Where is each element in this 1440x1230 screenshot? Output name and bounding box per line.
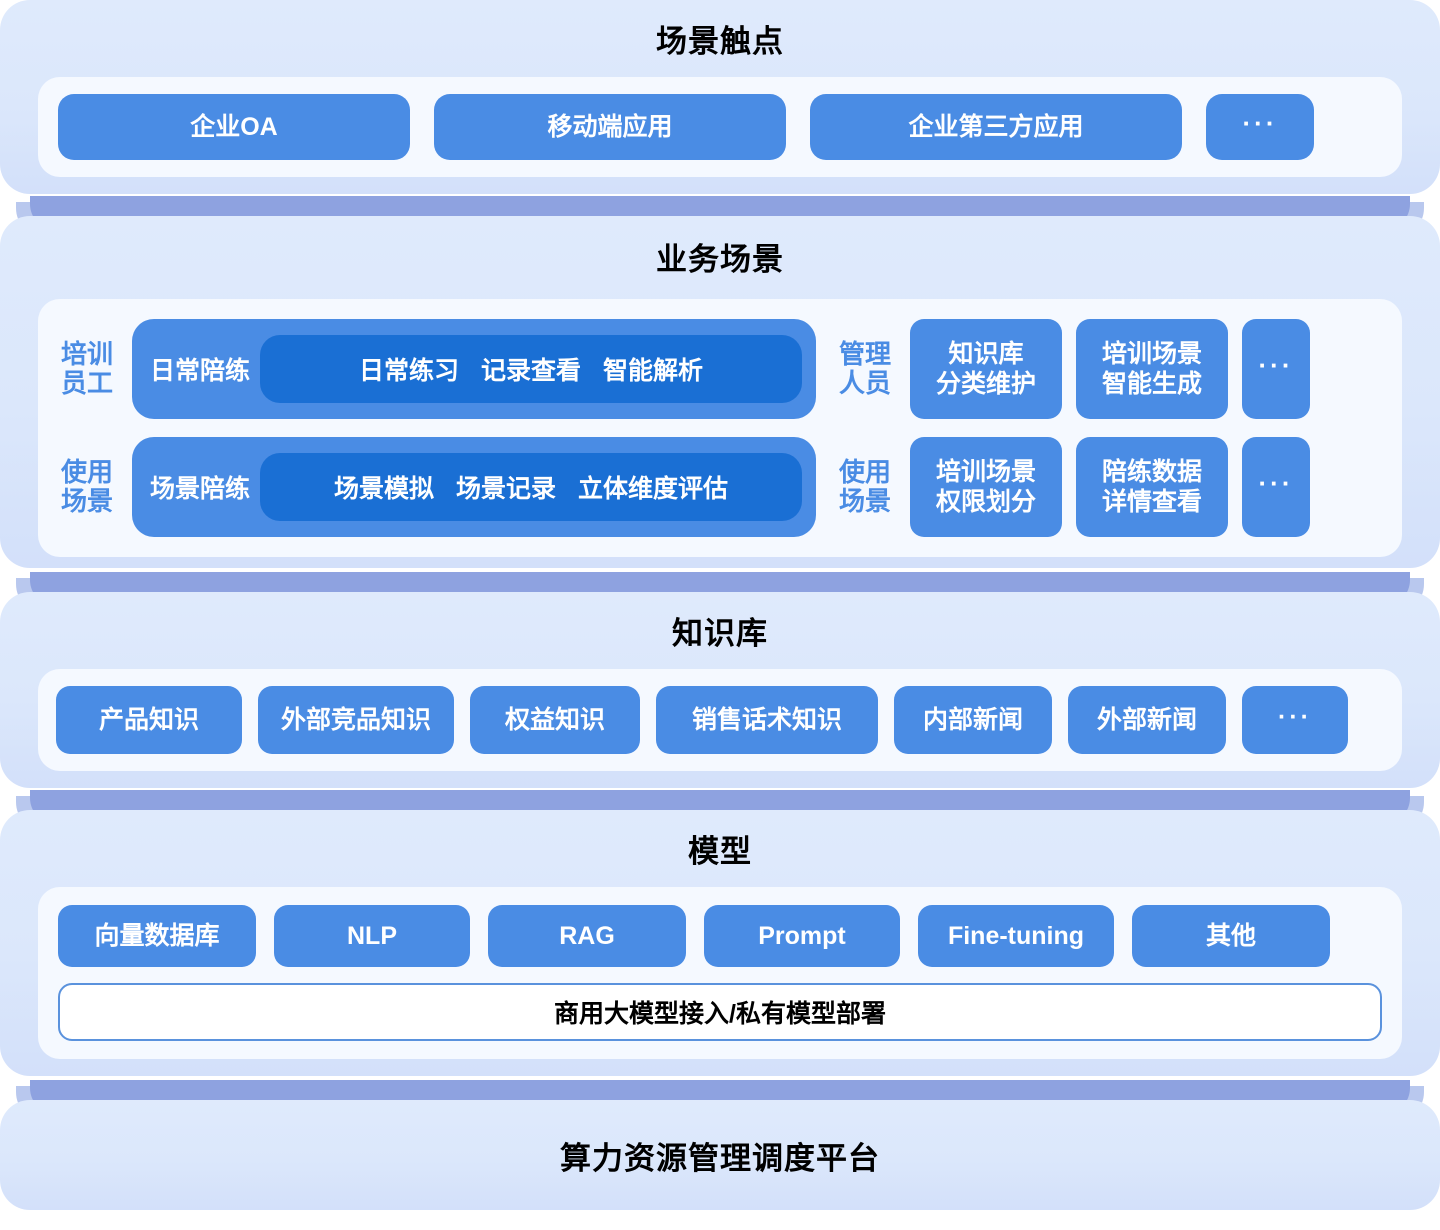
business-row-usecase-left: 使用 场景 场景陪练 场景模拟 场景记录 立体维度评估 [56, 437, 816, 537]
tag-record-view[interactable]: 记录查看 [481, 357, 582, 385]
layer-touchpoint-title: 场景触点 [656, 24, 784, 59]
layer-compute: 算力资源管理调度平台 [0, 1100, 1440, 1210]
model-item-vector-db[interactable]: 向量数据库 [58, 905, 256, 967]
role-label-admin: 管理 人员 [838, 338, 891, 398]
layer-knowledge-title: 知识库 [672, 616, 768, 651]
touchpoint-card: 企业OA 移动端应用 企业第三方应用 ··· [38, 77, 1402, 177]
layer-knowledge-slab: 知识库 产品知识 外部竞品知识 权益知识 销售话术知识 内部新闻 外部新闻 ··… [0, 592, 1440, 788]
model-deploy-bar[interactable]: 商用大模型接入/私有模型部署 [58, 983, 1382, 1041]
knowledge-item-more[interactable]: ··· [1242, 686, 1348, 754]
layer-knowledge: 知识库 产品知识 外部竞品知识 权益知识 销售话术知识 内部新闻 外部新闻 ··… [0, 592, 1440, 832]
business-card: 培训 员工 日常陪练 日常练习 记录查看 智能解析 使用 场景 [38, 299, 1402, 557]
touchpoint-item-thirdparty[interactable]: 企业第三方应用 [810, 94, 1182, 160]
tag-scenario-record[interactable]: 场景记录 [456, 475, 557, 503]
tag-multidim-evaluation[interactable]: 立体维度评估 [578, 475, 729, 503]
knowledge-card: 产品知识 外部竞品知识 权益知识 销售话术知识 内部新闻 外部新闻 ··· [38, 669, 1402, 771]
layer-business-slab: 业务场景 培训 员工 日常陪练 日常练习 记录查看 智能解析 [0, 216, 1440, 568]
touchpoint-item-more[interactable]: ··· [1206, 94, 1314, 160]
role-label-usecase-right: 使用 场景 [838, 456, 891, 516]
business-row-admin: 管理 人员 知识库 分类维护 培训场景 智能生成 ··· [834, 319, 1384, 419]
usecase-chip-data-detail[interactable]: 陪练数据 详情查看 [1076, 437, 1228, 537]
model-item-fine-tuning[interactable]: Fine-tuning [918, 905, 1114, 967]
touchpoint-item-oa[interactable]: 企业OA [58, 94, 410, 160]
knowledge-item-product[interactable]: 产品知识 [56, 686, 242, 754]
usecase-chip-permission[interactable]: 培训场景 权限划分 [910, 437, 1062, 537]
layer-compute-title: 算力资源管理调度平台 [560, 1140, 880, 1176]
layer-model: 模型 向量数据库 NLP RAG Prompt Fine-tuning 其他 商… [0, 810, 1440, 1122]
business-left-group: 培训 员工 日常陪练 日常练习 记录查看 智能解析 使用 场景 [56, 319, 816, 537]
knowledge-item-competitor[interactable]: 外部竞品知识 [258, 686, 454, 754]
model-item-prompt[interactable]: Prompt [704, 905, 900, 967]
business-right-group: 管理 人员 知识库 分类维护 培训场景 智能生成 ··· 使用 场景 培训场景 … [834, 319, 1384, 537]
admin-chip-more[interactable]: ··· [1242, 319, 1310, 419]
layer-compute-slab: 算力资源管理调度平台 [0, 1100, 1440, 1210]
usecase-chip-more[interactable]: ··· [1242, 437, 1310, 537]
business-row-usecase-right: 使用 场景 培训场景 权限划分 陪练数据 详情查看 ··· [834, 437, 1384, 537]
tag-daily-practice[interactable]: 日常练习 [358, 357, 459, 385]
model-item-other[interactable]: 其他 [1132, 905, 1330, 967]
scenario-training-pill[interactable]: 场景陪练 场景模拟 场景记录 立体维度评估 [132, 437, 816, 537]
knowledge-item-external-news[interactable]: 外部新闻 [1068, 686, 1226, 754]
knowledge-item-benefits[interactable]: 权益知识 [470, 686, 640, 754]
admin-chip-kb-category[interactable]: 知识库 分类维护 [910, 319, 1062, 419]
layer-touchpoint-slab: 场景触点 企业OA 移动端应用 企业第三方应用 ··· [0, 0, 1440, 194]
admin-chip-scenario-gen[interactable]: 培训场景 智能生成 [1076, 319, 1228, 419]
layer-business-title: 业务场景 [656, 242, 784, 277]
model-chip-row: 向量数据库 NLP RAG Prompt Fine-tuning 其他 [58, 905, 1382, 967]
model-item-nlp[interactable]: NLP [274, 905, 470, 967]
model-item-rag[interactable]: RAG [488, 905, 686, 967]
tag-scenario-simulation[interactable]: 场景模拟 [333, 475, 434, 503]
layer-model-title: 模型 [688, 834, 752, 869]
role-label-usecase-left: 使用 场景 [60, 456, 113, 516]
daily-training-pill[interactable]: 日常陪练 日常练习 记录查看 智能解析 [132, 319, 816, 419]
scenario-training-tags: 场景模拟 场景记录 立体维度评估 [260, 453, 802, 521]
touchpoint-item-mobile[interactable]: 移动端应用 [434, 94, 786, 160]
daily-training-tags: 日常练习 记录查看 智能解析 [260, 335, 802, 403]
role-label-trainee: 培训 员工 [60, 338, 113, 398]
layer-touchpoint: 场景触点 企业OA 移动端应用 企业第三方应用 ··· [0, 0, 1440, 238]
layer-business: 业务场景 培训 员工 日常陪练 日常练习 记录查看 智能解析 [0, 216, 1440, 614]
model-card: 向量数据库 NLP RAG Prompt Fine-tuning 其他 商用大模… [38, 887, 1402, 1059]
knowledge-item-internal-news[interactable]: 内部新闻 [894, 686, 1052, 754]
scenario-training-head: 场景陪练 [150, 475, 251, 503]
daily-training-head: 日常陪练 [150, 357, 251, 385]
knowledge-item-sales-script[interactable]: 销售话术知识 [656, 686, 878, 754]
tag-smart-analysis[interactable]: 智能解析 [603, 357, 704, 385]
business-row-trainee: 培训 员工 日常陪练 日常练习 记录查看 智能解析 [56, 319, 816, 419]
layer-model-slab: 模型 向量数据库 NLP RAG Prompt Fine-tuning 其他 商… [0, 810, 1440, 1076]
